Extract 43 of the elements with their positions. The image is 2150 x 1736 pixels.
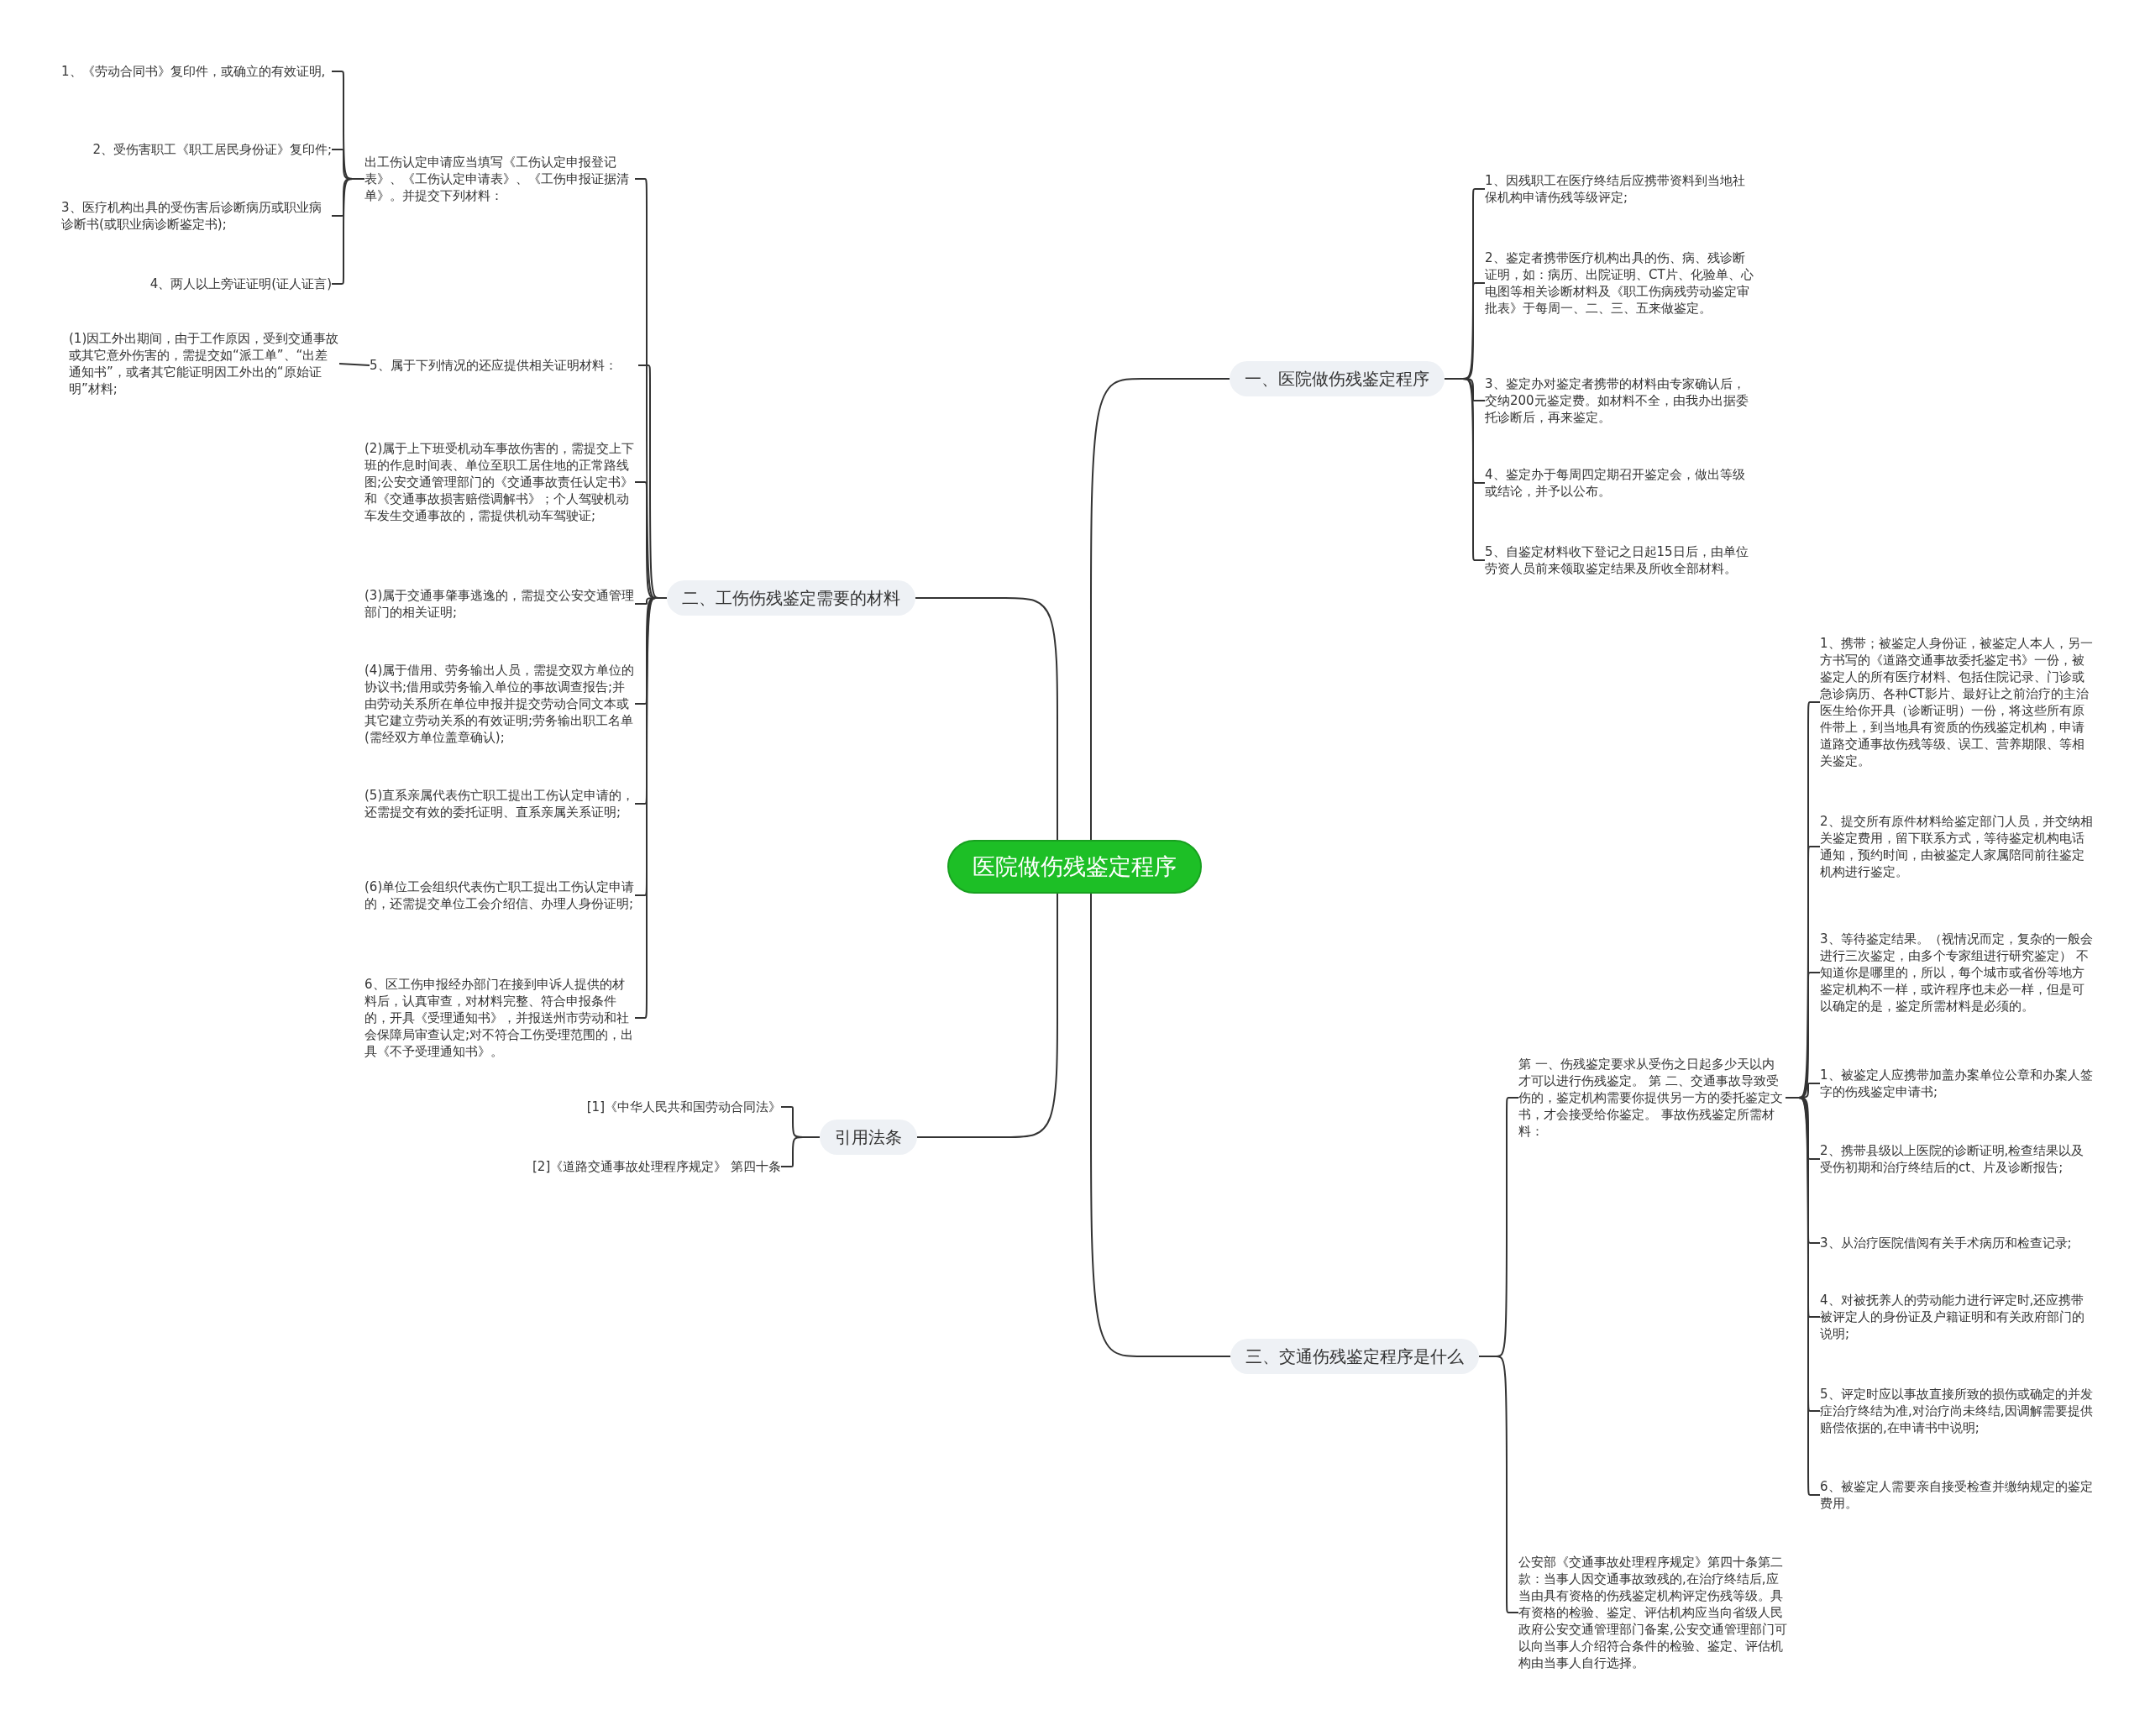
subtopic-text: 3、鉴定办对鉴定者携带的材料由专家确认后，交纳200元鉴定费。如材料不全，由我办出据委托诊断后，再来鉴定。 (1485, 375, 1755, 426)
subtopic-text: 3、等待鉴定结果。（视情况而定，复杂的一般会进行三次鉴定，由多个专家组进行研究鉴定） 不知道你是哪里的，所以，每个城市或省份等地方鉴定机构不一样，或许程序也未必一样，但是可以确定的是，鉴定所需材料是必须的。 (1820, 931, 2095, 1015)
subtopic-text: 1、《劳动合同书》复印件，或确立的有效证明, (61, 63, 332, 80)
connector-line (338, 363, 370, 366)
subtopic-text: (1)因工外出期间，由于工作原因，受到交通事故或其它意外伤害的，需提交如“派工单”、“出差通知书”，或者其它能证明因工外出的“原始证明”材料; (69, 330, 339, 397)
subtopic-text: 1、因残职工在医疗终结后应携带资料到当地社保机构申请伤残等级评定; (1485, 172, 1755, 206)
subtopic-text: 1、被鉴定人应携带加盖办案单位公章和办案人签字的伤残鉴定申请书; (1820, 1067, 2095, 1100)
subtopic-text: 公安部《交通事故处理程序规定》第四十条第二款：当事人因交通事故致残的,在治疗终结后,应当由具有资格的伤残鉴定机构评定伤残等级。具有资格的检验、鉴定、评估机构应当向省级人民政府公安交通管理部门备案,公安交通管理部门可以向当事人介绍符合条件的检验、鉴定、评估机构由当事人自行选择。 (1518, 1554, 1789, 1671)
subtopic-text: [1]《中华人民共和国劳动合同法》 (538, 1099, 781, 1115)
subtopic-text: (6)单位工会组织代表伤亡职工提出工伤认定申请的，还需提交单位工会介绍信、办理人身份证明; (364, 878, 635, 912)
branch-topic: 二、工伤伤残鉴定需要的材料 (667, 580, 915, 616)
connector-line (1090, 893, 1231, 1357)
subtopic-text: 6、被鉴定人需要亲自接受检查并缴纳规定的鉴定费用。 (1820, 1478, 2095, 1512)
subtopic-text: 1、携带；被鉴定人身份证，被鉴定人本人，另一方书写的《道路交通事故委托鉴定书》一份，被鉴定人的所有医疗材料、包括住院记录、门诊或急诊病历、各种CT影片、最好让之前治疗的主治医生给你开具（诊断证明）一份，将这些所有原件带上，到当地具有资质的伤残鉴定机构，申请道路交通事故伤残等级、误工、营养期限、等相关鉴定。 (1820, 635, 2095, 769)
subtopic-text: (2)属于上下班受机动车事故伤害的，需提交上下班的作息时间表、单位至职工居住地的正常路线图;公安交通管理部门的《交通事故责任认定书》和《交通事故损害赔偿调解书》；个人驾驶机动车发生交通事故的，需提供机动车驾驶证; (364, 440, 635, 524)
central-topic: 医院做伤残鉴定程序 (947, 840, 1202, 894)
subtopic-text: (5)直系亲属代表伤亡职工提出工伤认定申请的，还需提交有效的委托证明、直系亲属关系证明; (364, 787, 635, 821)
subtopic-text: 第 一、伤残鉴定要求从受伤之日起多少天以内才可以进行伤残鉴定。 第 二、交通事故导致受伤的，鉴定机构需要你提供另一方的委托鉴定文书，才会接受给你鉴定。 事故伤残鉴定所需材料： (1518, 1056, 1786, 1140)
subtopic-text: 6、区工伤申报经办部门在接到申诉人提供的材料后，认真审查，对材料完整、符合申报条件的，开具《受理通知书》，并报送州市劳动和社会保障局审查认定;对不符合工伤受理范围的，出具《不予受理通知书》。 (364, 976, 635, 1060)
branch-topic: 一、医院做伤残鉴定程序 (1230, 361, 1445, 396)
subtopic-text: 3、从治疗医院借阅有关手术病历和检查记录; (1820, 1235, 2095, 1251)
connector-line (1090, 378, 1230, 841)
subtopic-text: 2、鉴定者携带医疗机构出具的伤、病、残诊断证明，如：病历、出院证明、CT片、化验单、心电图等相关诊断材料及《职工伤病残劳动鉴定审批表》于每周一、二、三、五来做鉴定。 (1485, 249, 1755, 317)
subtopic-text: 3、医疗机构出具的受伤害后诊断病历或职业病诊断书(或职业病诊断鉴定书); (61, 199, 332, 233)
subtopic-text: 4、对被抚养人的劳动能力进行评定时,还应携带被评定人的身份证及户籍证明和有关政府部门的说明; (1820, 1292, 2095, 1342)
branch-topic: 引用法条 (820, 1120, 917, 1155)
connector-line (1478, 1356, 1519, 1613)
subtopic-text: 出工伤认定申请应当填写《工伤认定申报登记表》、《工伤认定申请表》、《工伤申报证据清单》。并提交下列材料： (364, 154, 635, 204)
connector-line (916, 893, 1058, 1138)
subtopic-text: 5、自鉴定材料收下登记之日起15日后，由单位劳资人员前来领取鉴定结果及所收全部材料。 (1485, 543, 1755, 577)
subtopic-text: [2]《道路交通事故处理程序规定》 第四十条 (504, 1158, 781, 1175)
subtopic-text: (4)属于借用、劳务输出人员，需提交双方单位的协议书;借用或劳务输入单位的事故调查报告;并由劳动关系所在单位申报并提交劳动合同文本或其它建立劳动关系的有效证明;劳务输出职工名单(需经双方单位盖章确认); (364, 662, 635, 746)
subtopic-text: 5、属于下列情况的还应提供相关证明材料： (370, 357, 638, 374)
subtopic-text: 2、提交所有原件材料给鉴定部门人员，并交纳相关鉴定费用，留下联系方式，等待鉴定机构电话通知，预约时间，由被鉴定人家属陪同前往鉴定机构进行鉴定。 (1820, 813, 2095, 880)
subtopic-text: 4、鉴定办于每周四定期召开鉴定会，做出等级或结论，并予以公布。 (1485, 466, 1755, 500)
subtopic-text: (3)属于交通事肇事逃逸的，需提交公安交通管理部门的相关证明; (364, 587, 635, 621)
connector-line (780, 1136, 821, 1167)
subtopic-text: 2、携带县级以上医院的诊断证明,检查结果以及受伤初期和治疗终结后的ct、片及诊断报告; (1820, 1142, 2095, 1176)
connector-line (915, 597, 1058, 841)
subtopic-text: 4、两人以上旁证证明(证人证言) (137, 275, 332, 292)
branch-topic: 三、交通伤残鉴定程序是什么 (1230, 1339, 1479, 1374)
subtopic-text: 5、评定时应以事故直接所致的损伤或确定的并发症治疗终结为准,对治疗尚未终结,因调解需要提供赔偿依据的,在申请书中说明; (1820, 1386, 2095, 1436)
subtopic-text: 2、受伤害职工《职工居民身份证》复印件; (80, 141, 332, 158)
